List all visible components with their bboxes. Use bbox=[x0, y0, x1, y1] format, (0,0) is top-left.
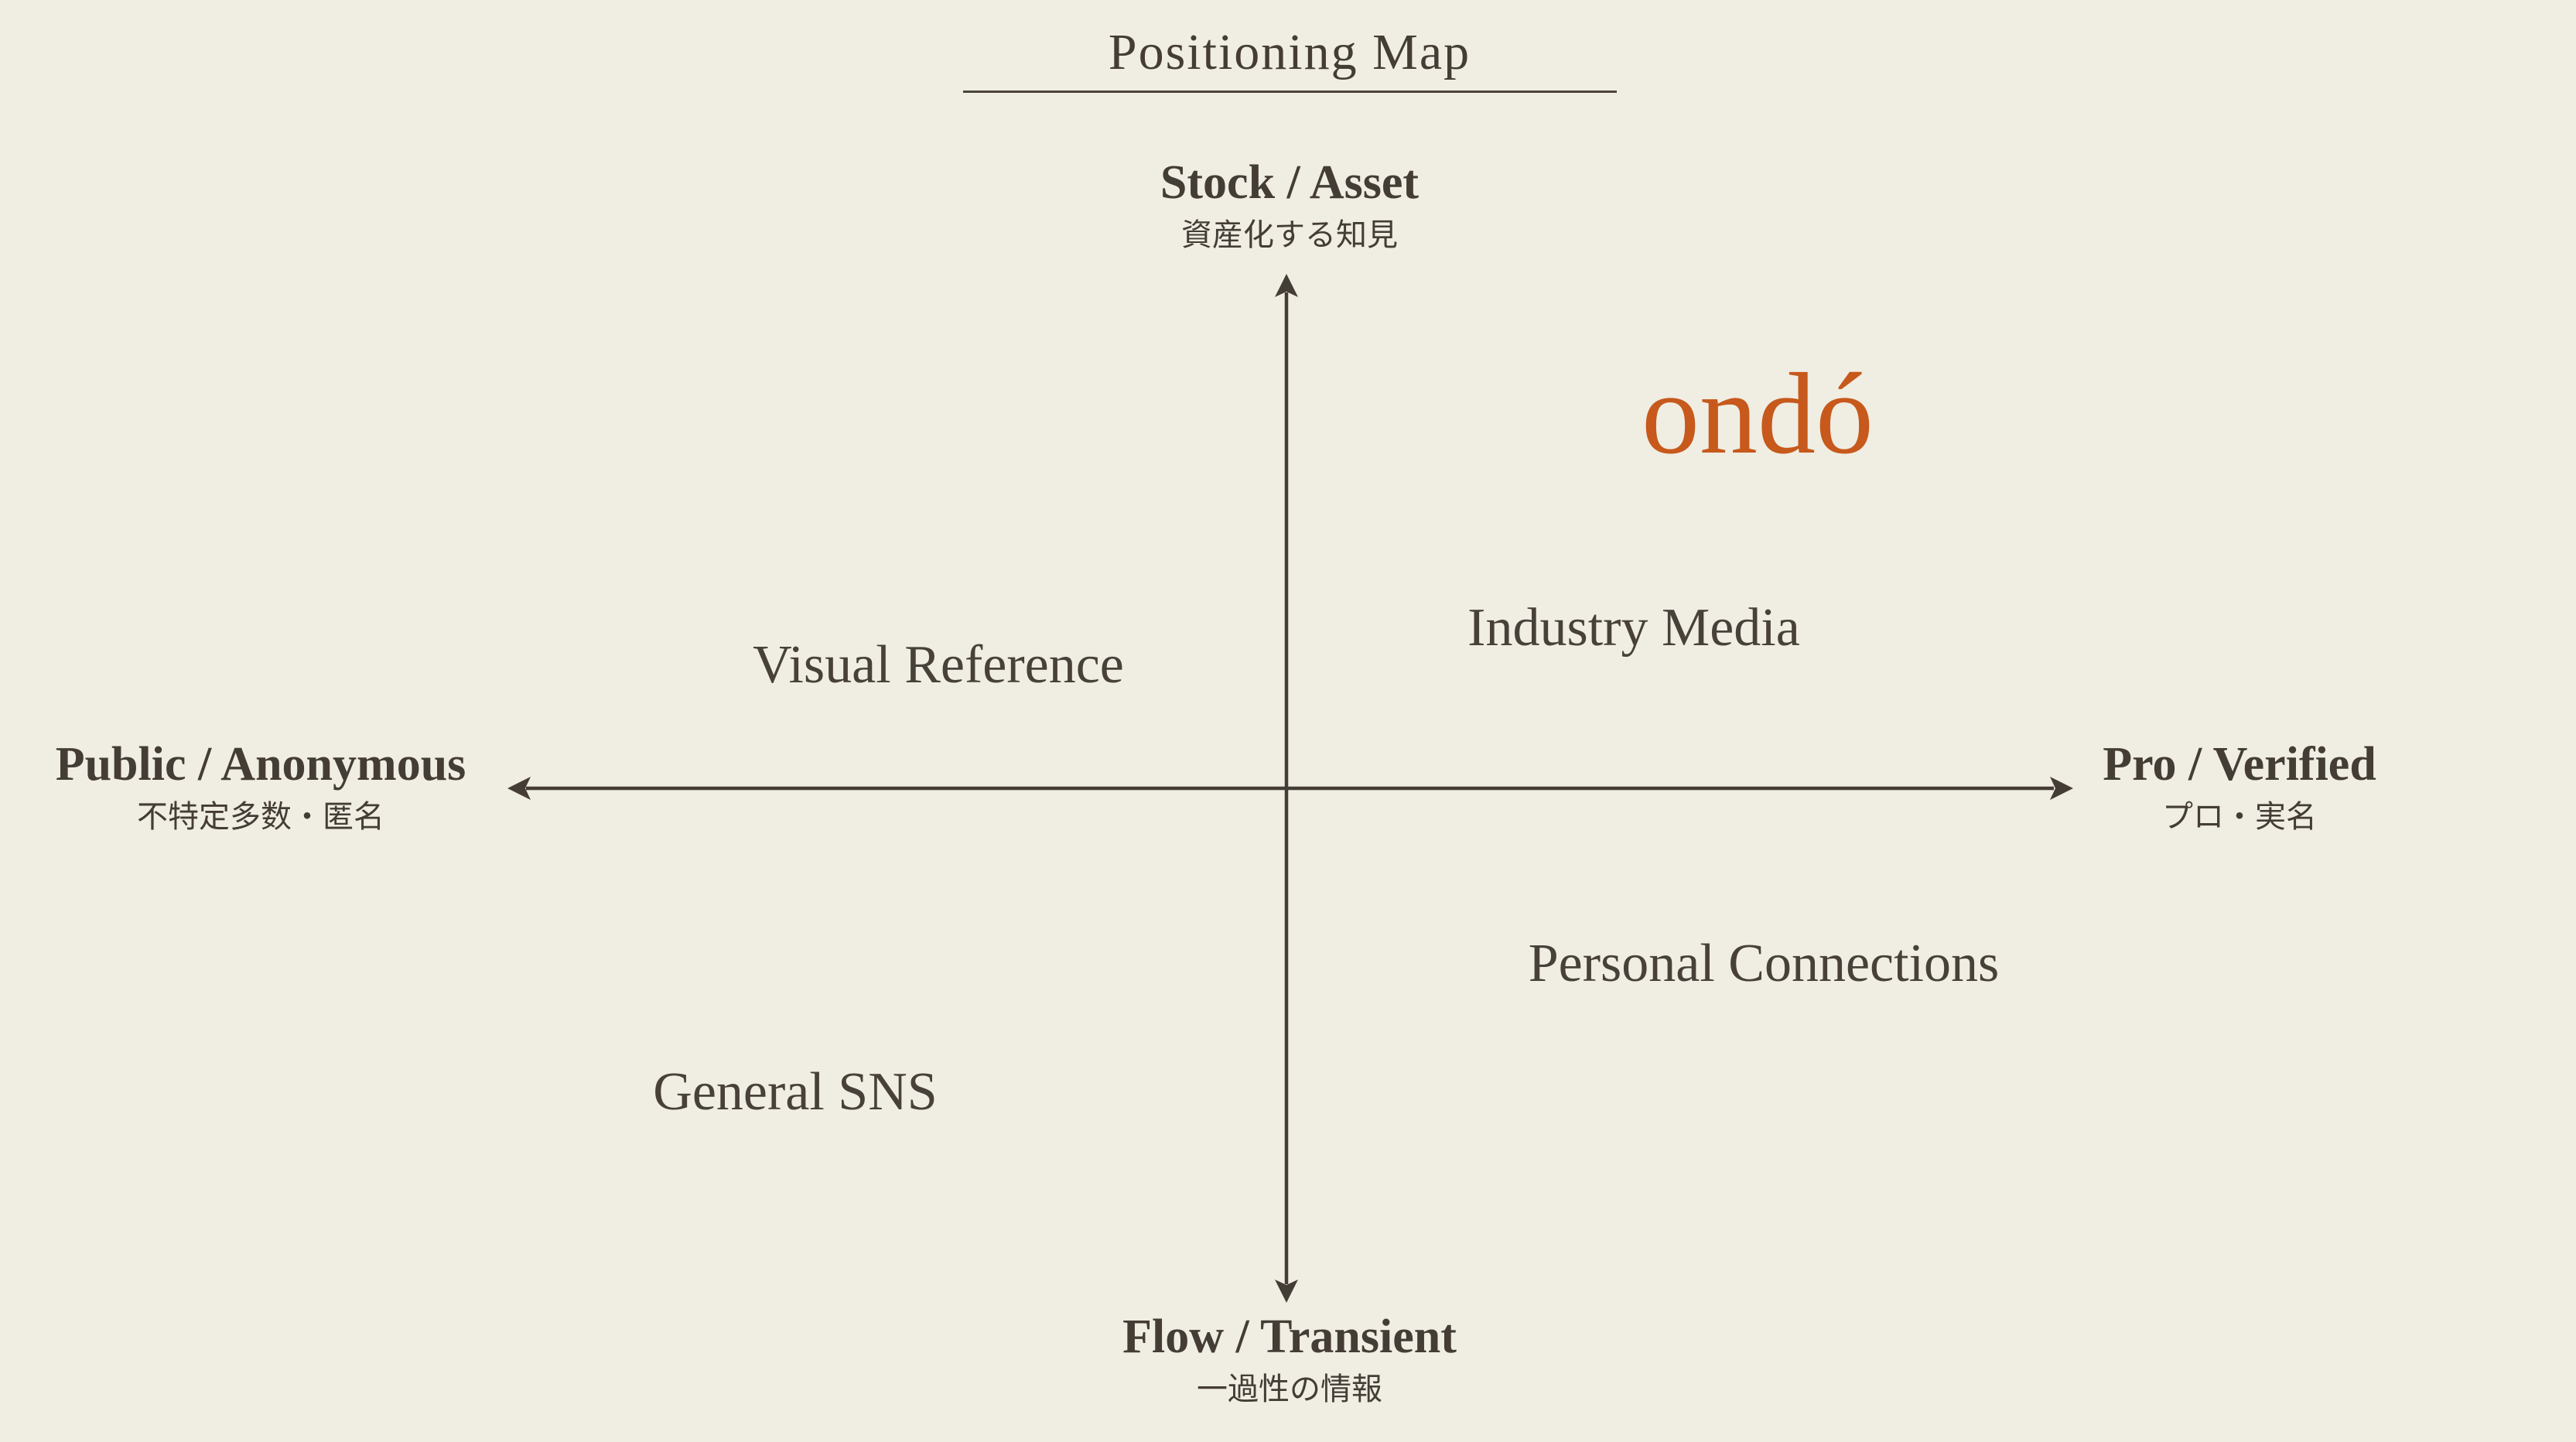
arrowhead-left-icon bbox=[507, 777, 531, 800]
axis-label-bottom-text: Flow / Transient bbox=[1122, 1310, 1457, 1363]
page-title: Positioning Map bbox=[1108, 24, 1471, 80]
axis-label-top-text: Stock / Asset bbox=[1160, 156, 1420, 209]
quadrant-item-personal-connections: Personal Connections bbox=[1528, 934, 2000, 993]
axis-label-right-subtext: プロ・実名 bbox=[2162, 799, 2317, 835]
axis-label-right-text: Pro / Verified bbox=[2103, 738, 2376, 791]
arrowhead-down-icon bbox=[1275, 1280, 1298, 1303]
axis-label-left: Public / Anonymous 不特定多数・匿名 bbox=[55, 738, 466, 836]
arrowhead-right-icon bbox=[2050, 777, 2073, 800]
arrowhead-up-icon bbox=[1275, 274, 1298, 297]
brand-mark-ondo: ondó bbox=[1642, 350, 1874, 478]
axis-label-right: Pro / Verified プロ・実名 bbox=[2103, 738, 2376, 836]
quadrant-item-general-sns: General SNS bbox=[653, 1062, 938, 1122]
axis-label-top: Stock / Asset 資産化する知見 bbox=[1160, 156, 1420, 255]
quadrant-item-visual-reference: Visual Reference bbox=[753, 635, 1124, 695]
axis-label-top-subtext: 資産化する知見 bbox=[1180, 217, 1398, 253]
axis-label-bottom-subtext: 一過性の情報 bbox=[1196, 1372, 1382, 1407]
axis-label-left-subtext: 不特定多数・匿名 bbox=[136, 799, 384, 835]
axis-label-left-text: Public / Anonymous bbox=[55, 738, 466, 791]
quadrant-item-industry-media: Industry Media bbox=[1467, 598, 1800, 658]
title-underline bbox=[963, 91, 1617, 93]
axis-label-bottom: Flow / Transient 一過性の情報 bbox=[1122, 1310, 1457, 1409]
